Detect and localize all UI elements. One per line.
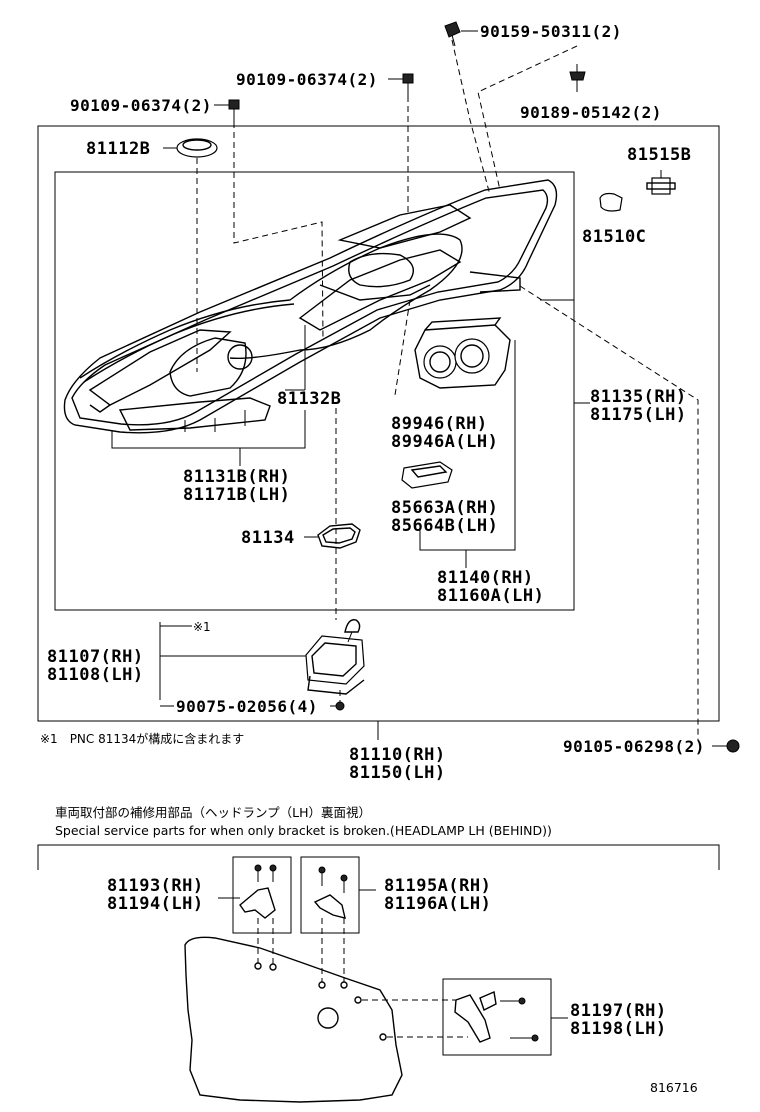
headlamp-rear-view-icon [184, 936, 403, 1103]
label-81515b: 81515B [627, 145, 691, 165]
label-81134: 81134 [241, 528, 295, 548]
bracket-81193-box [232, 856, 292, 934]
bracket-81195-icon [313, 866, 348, 919]
label-85663a-rh: 85663A(RH) [391, 498, 498, 518]
bolt-90109-left-icon [228, 99, 240, 122]
caption-japanese: 車両取付部の補修用部品（ヘッドランプ（LH）裏面視） [55, 805, 371, 820]
label-85664b-lh: 85664B(LH) [391, 516, 498, 536]
label-81150-lh: 81150(LH) [349, 763, 446, 783]
service-parts-frame [37, 844, 720, 870]
bolt-90109-upper-icon [402, 73, 414, 96]
label-90105-06298: 90105-06298(2) [563, 737, 705, 756]
bracket-81195-box [300, 856, 360, 934]
bolt-90105-icon [722, 739, 740, 753]
caption-english: Special service parts for when only brac… [55, 823, 552, 838]
label-81193-rh: 81193(RH) [107, 876, 204, 896]
figure-number: 816716 [650, 1080, 698, 1095]
label-89946-rh: 89946(RH) [391, 414, 488, 434]
note-mark-1: ※1 [193, 620, 211, 634]
label-81132b: 81132B [277, 389, 341, 409]
wire-harness-81132b-icon [79, 233, 463, 383]
label-90189-05142: 90189-05142(2) [520, 103, 662, 122]
label-81510c: 81510C [582, 227, 646, 247]
label-81107-rh: 81107(RH) [47, 647, 144, 667]
label-81196a-lh: 81196A(LH) [384, 894, 491, 914]
label-81110-rh: 81110(RH) [349, 745, 446, 765]
inner-unit-frame [54, 171, 575, 611]
bracket-81193-icon [239, 864, 277, 919]
socket-81515b-icon [646, 170, 676, 195]
gasket-81134-icon [317, 523, 361, 549]
label-90109-06374-left: 90109-06374(2) [70, 96, 212, 115]
label-81175-lh: 81175(LH) [590, 405, 687, 425]
label-81197-rh: 81197(RH) [570, 1001, 667, 1021]
label-81108-lh: 81108(LH) [47, 665, 144, 685]
label-90109-06374-upper: 90109-06374(2) [236, 70, 378, 89]
ballast-computer-81107-icon [305, 619, 365, 695]
clip-90189-icon [569, 64, 586, 92]
label-89946a-lh: 89946A(LH) [391, 432, 498, 452]
label-81198-lh: 81198(LH) [570, 1019, 667, 1039]
screw-90075-icon [335, 701, 345, 711]
label-81171b-lh: 81171B(LH) [183, 485, 290, 505]
bolt-90159-icon [444, 21, 461, 47]
bulb-81510c-icon [599, 192, 623, 212]
label-81194-lh: 81194(LH) [107, 894, 204, 914]
cap-81112b-icon [176, 138, 218, 158]
ballast-85663a-icon [401, 461, 453, 489]
label-81135-rh: 81135(RH) [590, 387, 687, 407]
label-90159-50311: 90159-50311(2) [480, 22, 622, 41]
label-81195a-rh: 81195A(RH) [384, 876, 491, 896]
label-81140-rh: 81140(RH) [437, 568, 534, 588]
note-pnc-81134: ※1 PNC 81134が構成に含まれます [40, 731, 244, 746]
label-90075-02056: 90075-02056(4) [176, 697, 318, 716]
label-81131b-rh: 81131B(RH) [183, 467, 290, 487]
label-81112b: 81112B [86, 139, 150, 159]
label-81160a-lh: 81160A(LH) [437, 586, 544, 606]
bracket-81197-box [442, 978, 552, 1056]
projector-unit-icon [414, 317, 511, 389]
bracket-81197-icon [454, 991, 539, 1043]
